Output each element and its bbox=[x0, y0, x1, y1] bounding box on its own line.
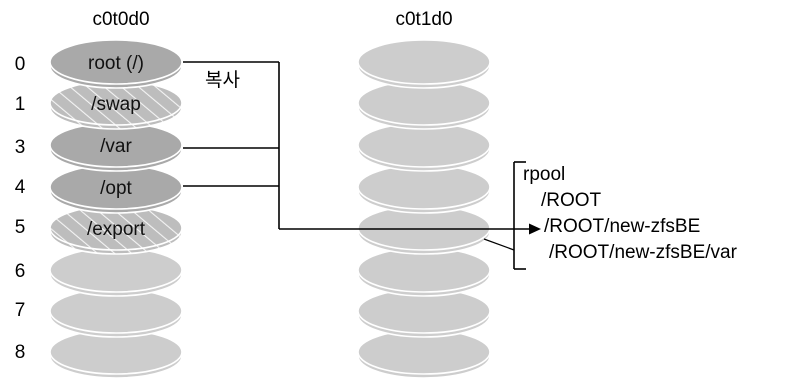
slice-number: 3 bbox=[15, 137, 26, 158]
target-slice bbox=[357, 288, 491, 338]
source-disk: /export/opt/var/swap root (/) bbox=[49, 39, 183, 379]
target-slice bbox=[357, 205, 491, 255]
source-slice-label: /var bbox=[100, 136, 132, 157]
slice-number: 0 bbox=[15, 54, 26, 75]
target-slice bbox=[357, 164, 491, 214]
copy-connector bbox=[183, 61, 532, 230]
source-slice-1: /swap bbox=[49, 80, 183, 130]
source-slice-label: /swap bbox=[91, 94, 141, 115]
source-slice-label: /opt bbox=[100, 178, 132, 199]
slice-number: 6 bbox=[15, 261, 26, 282]
pool-leader-line bbox=[483, 238, 515, 251]
pool-bracket bbox=[513, 161, 526, 270]
slice-number: 1 bbox=[15, 94, 26, 115]
target-disk-label: c0t1d0 bbox=[395, 9, 452, 30]
slice-number-column: 0 1 3 4 5 6 7 8 bbox=[15, 54, 26, 363]
pool-dataset-be-var: /ROOT/new-zfsBE/var bbox=[549, 242, 738, 263]
slice-number: 8 bbox=[15, 342, 26, 363]
source-disk-label: c0t0d0 bbox=[92, 9, 149, 30]
target-slice bbox=[357, 247, 491, 297]
source-slice-label: root (/) bbox=[88, 53, 144, 74]
target-slice bbox=[357, 80, 491, 130]
source-slice-label: /export bbox=[87, 219, 146, 240]
source-slice-0: root (/) bbox=[49, 39, 183, 89]
source-slice-3: /var bbox=[49, 122, 183, 172]
pool-name: rpool bbox=[523, 164, 565, 185]
slice-number: 7 bbox=[15, 300, 26, 321]
source-slice-6 bbox=[49, 247, 183, 297]
source-slice-4: /opt bbox=[49, 164, 183, 214]
pool-dataset-be: /ROOT/new-zfsBE bbox=[544, 216, 700, 237]
target-slice bbox=[357, 329, 491, 379]
source-slice-5: /export bbox=[49, 205, 183, 255]
source-slice-7 bbox=[49, 288, 183, 338]
arrow-head-icon bbox=[529, 223, 541, 235]
slice-number: 5 bbox=[15, 217, 26, 238]
target-slice bbox=[357, 39, 491, 89]
target-slice bbox=[357, 122, 491, 172]
target-disk bbox=[357, 39, 491, 379]
slice-number: 4 bbox=[15, 177, 26, 198]
copy-label: 복사 bbox=[205, 69, 240, 91]
pool-dataset-root: /ROOT bbox=[541, 190, 602, 211]
